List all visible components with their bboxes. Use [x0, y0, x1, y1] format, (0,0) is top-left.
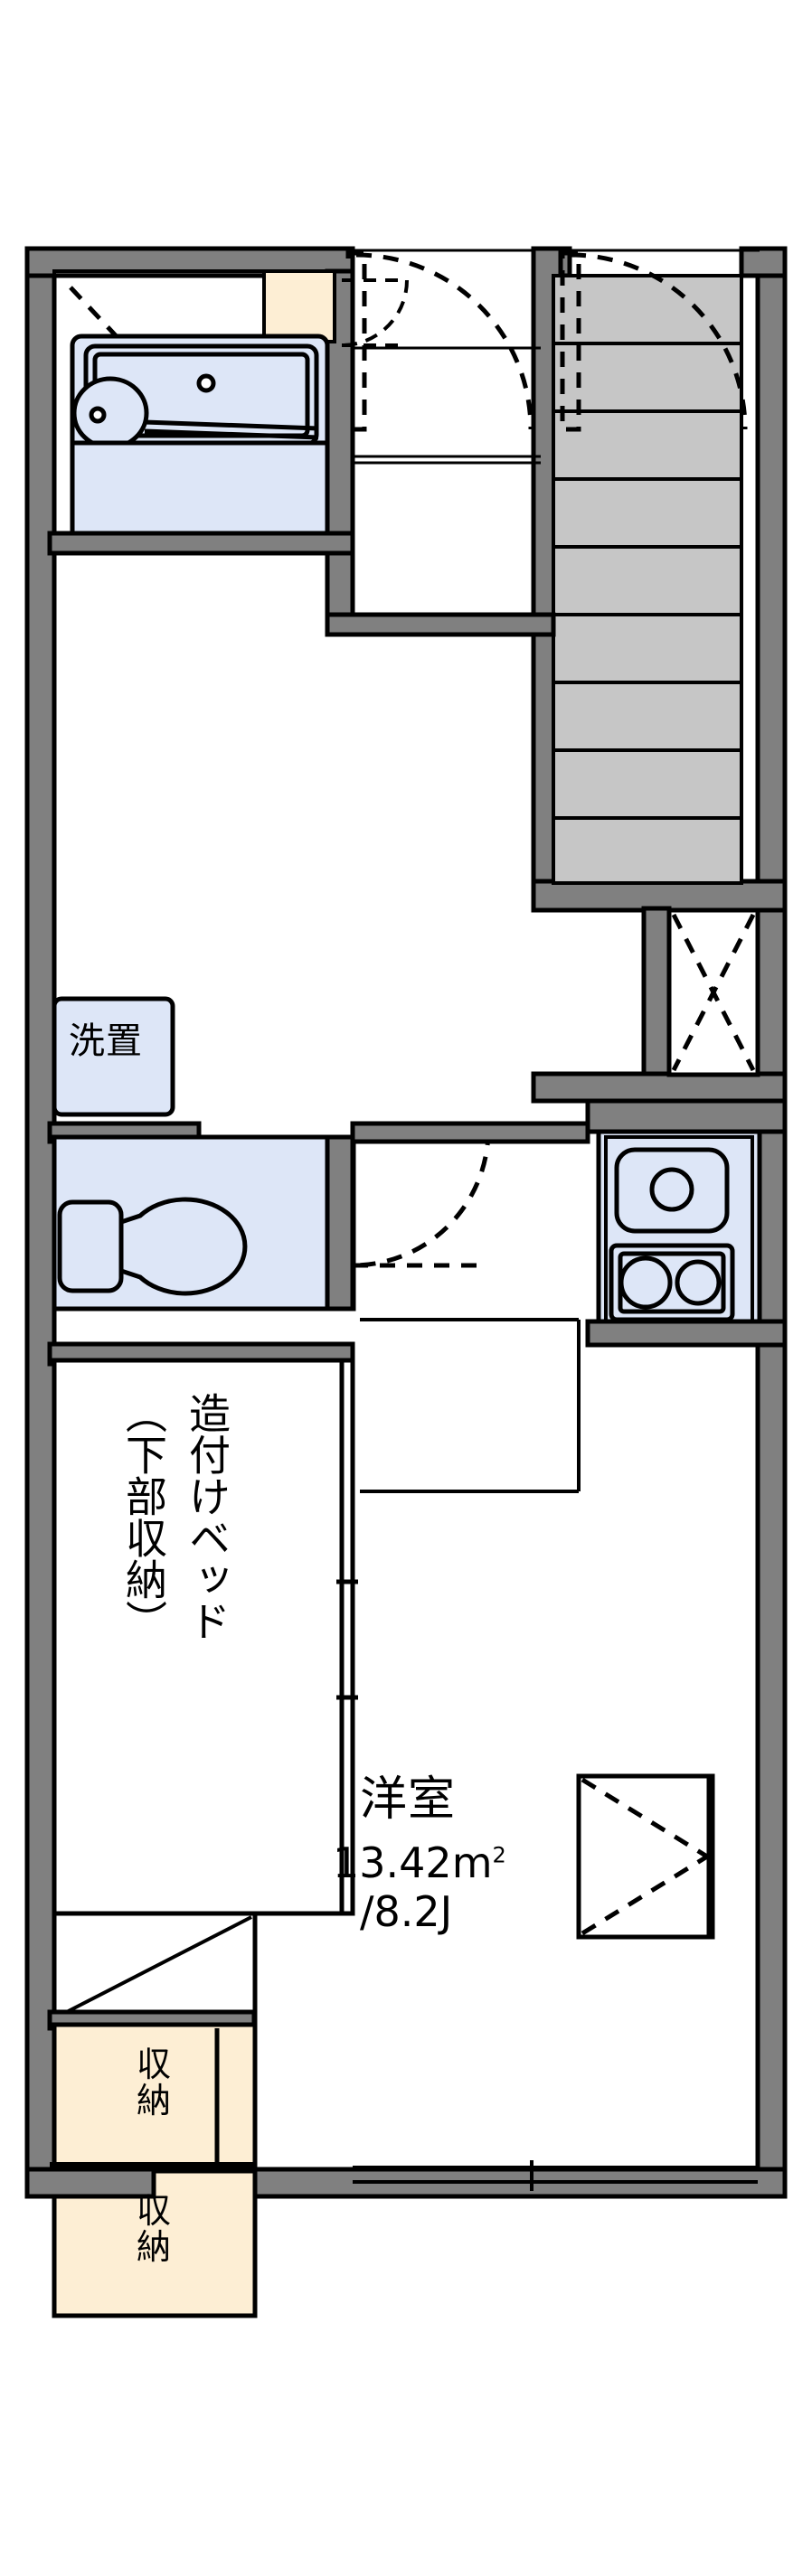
- hall-door: [352, 1127, 491, 1268]
- built-in-bed-label-line1: 造付けベッド: [183, 1392, 231, 1641]
- room-area-sqm: 13.42m2: [333, 1842, 506, 1884]
- room-area-exponent: 2: [492, 1842, 506, 1868]
- balcony-window: [353, 2160, 758, 2191]
- entrance-hall-door: [341, 278, 409, 347]
- storage-lower: [50, 2162, 258, 2318]
- storage-lower-label: 収納: [95, 2191, 212, 2267]
- kitchen-counter: [596, 1127, 762, 1336]
- washer-label: 洗置: [69, 1020, 143, 1062]
- built-in-bed-label-line2: （下部収納）: [119, 1392, 168, 1641]
- kitchen-wall-cabinet: [360, 1318, 581, 1493]
- room-closet: [576, 1773, 715, 1940]
- entrance-door-right: [560, 250, 748, 432]
- washer-space: [52, 996, 175, 1117]
- room-partitions: [325, 550, 788, 1348]
- entrance-door-left: [345, 250, 533, 432]
- hallway-lines: [353, 346, 541, 465]
- room-area-value: 13.42m: [333, 1838, 493, 1887]
- room-area-jo: /8.2J: [360, 1887, 453, 1936]
- unit-bath-lower: [70, 440, 330, 536]
- storage-lower-char1: 収納: [136, 2191, 171, 2267]
- storage-upper-char1: 収納: [136, 2045, 171, 2120]
- built-in-bed: [47, 1341, 358, 1916]
- under-stair-closet: [666, 907, 760, 1077]
- bath-bottom-wall: [47, 531, 355, 556]
- corridor-partition: [325, 612, 556, 637]
- staircase: [552, 274, 743, 885]
- entrance-shoebox: [262, 269, 336, 343]
- bottom-wall-overlay: [24, 2167, 156, 2199]
- storage-upper-label: 収納: [95, 2045, 212, 2120]
- page-title: 洋室: [360, 1772, 457, 1827]
- toilet-room: [47, 1121, 356, 1312]
- entry-alcove: [52, 1911, 258, 2023]
